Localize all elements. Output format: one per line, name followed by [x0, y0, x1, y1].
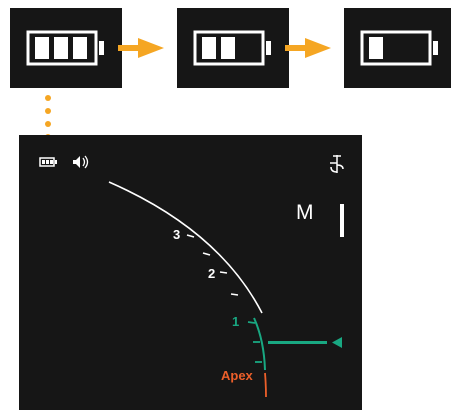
arrow-right-icon — [285, 38, 331, 58]
scale-label-1: 1 — [232, 314, 240, 329]
scale-arc-green — [253, 317, 266, 371]
mode-letter: M — [296, 201, 314, 224]
scale-ticks-green — [247, 321, 262, 363]
scale-arc-white — [108, 181, 263, 314]
device-display: 3 2 1 Apex M — [19, 135, 362, 410]
scale-ticks-white — [186, 234, 239, 296]
battery-three-bars-panel — [10, 8, 122, 88]
battery-one-bar-icon — [360, 30, 438, 66]
battery-two-bars-panel — [177, 8, 289, 88]
mode-indicator-bar — [340, 204, 344, 237]
scale-arc-orange — [264, 372, 267, 398]
scale-label-3: 3 — [173, 227, 181, 242]
battery-two-bars-icon — [193, 30, 271, 66]
apex-label: Apex — [221, 368, 253, 383]
arrow-right-icon — [118, 38, 164, 58]
waypoint-icon — [330, 155, 344, 173]
scale-label-2: 2 — [208, 266, 216, 281]
battery-one-bar-panel — [344, 8, 451, 88]
battery-icon — [39, 157, 57, 167]
speaker-icon — [73, 155, 89, 169]
level-indicator — [268, 337, 342, 348]
display-graphics — [39, 155, 344, 398]
battery-three-bars-icon — [26, 30, 104, 66]
